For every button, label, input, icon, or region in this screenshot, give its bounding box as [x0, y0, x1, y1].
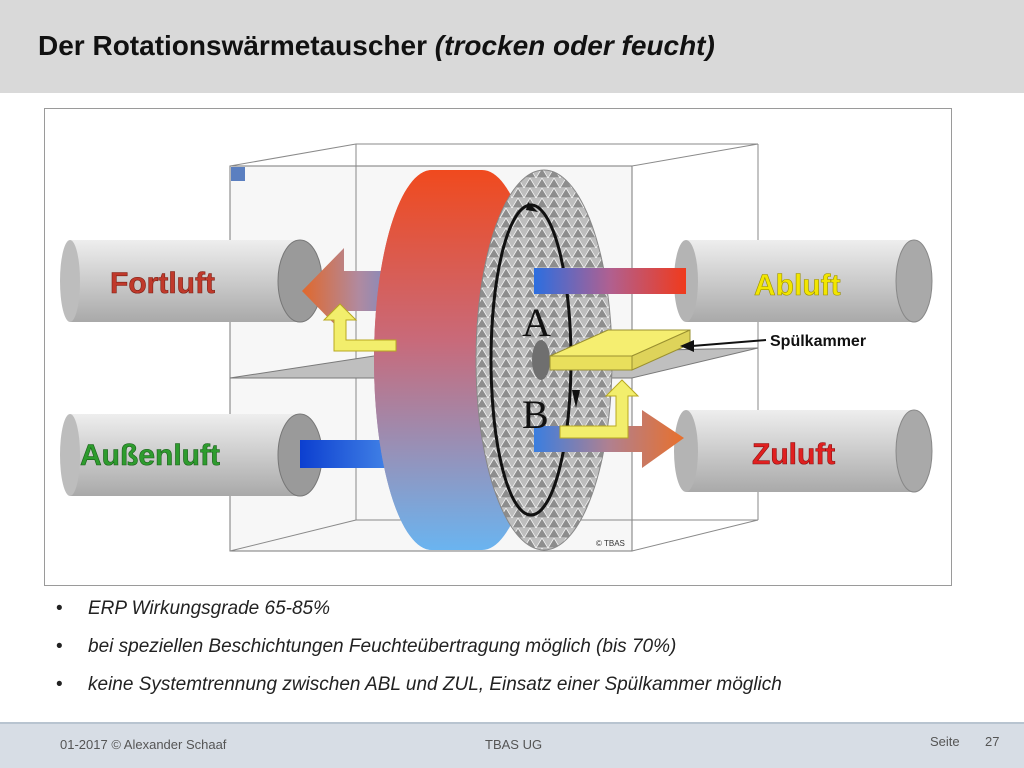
spuelkammer-pointer-head	[680, 340, 694, 352]
bullet-item: • ERP Wirkungsgrade 65-85%	[56, 596, 976, 634]
bullet-list: • ERP Wirkungsgrade 65-85% • bei speziel…	[56, 596, 976, 710]
label-zuluft: Zuluft	[752, 438, 835, 471]
purge-arrow-lower	[559, 379, 640, 439]
slide-title-italic: (trocken oder feucht)	[434, 30, 715, 61]
duct-fortluft	[60, 239, 323, 323]
label-aussenluft: Außenluft	[80, 439, 220, 472]
bullet-item: • keine Systemtrennung zwischen ABL und …	[56, 672, 976, 710]
logo-icon	[231, 167, 245, 181]
label-abluft: Abluft	[754, 269, 841, 302]
slide-title: Der Rotationswärmetauscher (trocken oder…	[38, 30, 715, 62]
title-bar: Der Rotationswärmetauscher (trocken oder…	[0, 0, 1024, 93]
label-copyright: © TBAS	[596, 539, 625, 548]
rotary-wheel	[374, 169, 613, 551]
heat-exchanger-diagram: Fortluft Abluft Außenluft Zuluft Spülkam…	[44, 108, 952, 586]
bullet-text: ERP Wirkungsgrade 65-85%	[88, 598, 331, 619]
label-sector-b: B	[522, 392, 549, 437]
spuelkammer-pointer	[691, 339, 767, 347]
duct-aussenluft	[60, 413, 323, 497]
purge-arrow-upper	[322, 303, 397, 352]
footer-author: 01-2017 © Alexander Schaaf	[60, 737, 227, 752]
bullet-text: bei speziellen Beschichtungen Feuchteübe…	[88, 636, 677, 657]
spuelkammer	[549, 329, 691, 371]
duct-zuluft	[674, 409, 933, 493]
footer-company: TBAS UG	[485, 737, 543, 752]
footer-bar: 01-2017 © Alexander Schaaf TBAS UG Seite…	[0, 724, 1024, 768]
duct-abluft	[674, 239, 933, 323]
footer-divider	[0, 722, 1024, 724]
arrow-abluft	[534, 268, 686, 294]
label-spuelkammer: Spülkammer	[770, 333, 866, 350]
bullet-marker: •	[56, 636, 63, 657]
bullet-item: • bei speziellen Beschichtungen Feuchteü…	[56, 634, 976, 672]
slide-title-main: Der Rotationswärmetauscher	[38, 30, 435, 61]
arrow-fortluft	[302, 248, 416, 334]
bullet-marker: •	[56, 598, 63, 619]
bullet-text: keine Systemtrennung zwischen ABL und ZU…	[88, 674, 782, 695]
footer-page-label: Seite	[930, 734, 960, 749]
arrow-zuluft	[534, 410, 684, 468]
footer-page-number: 27	[985, 734, 1000, 749]
bullet-marker: •	[56, 674, 63, 695]
label-sector-a: A	[522, 300, 551, 345]
label-fortluft: Fortluft	[110, 267, 215, 300]
